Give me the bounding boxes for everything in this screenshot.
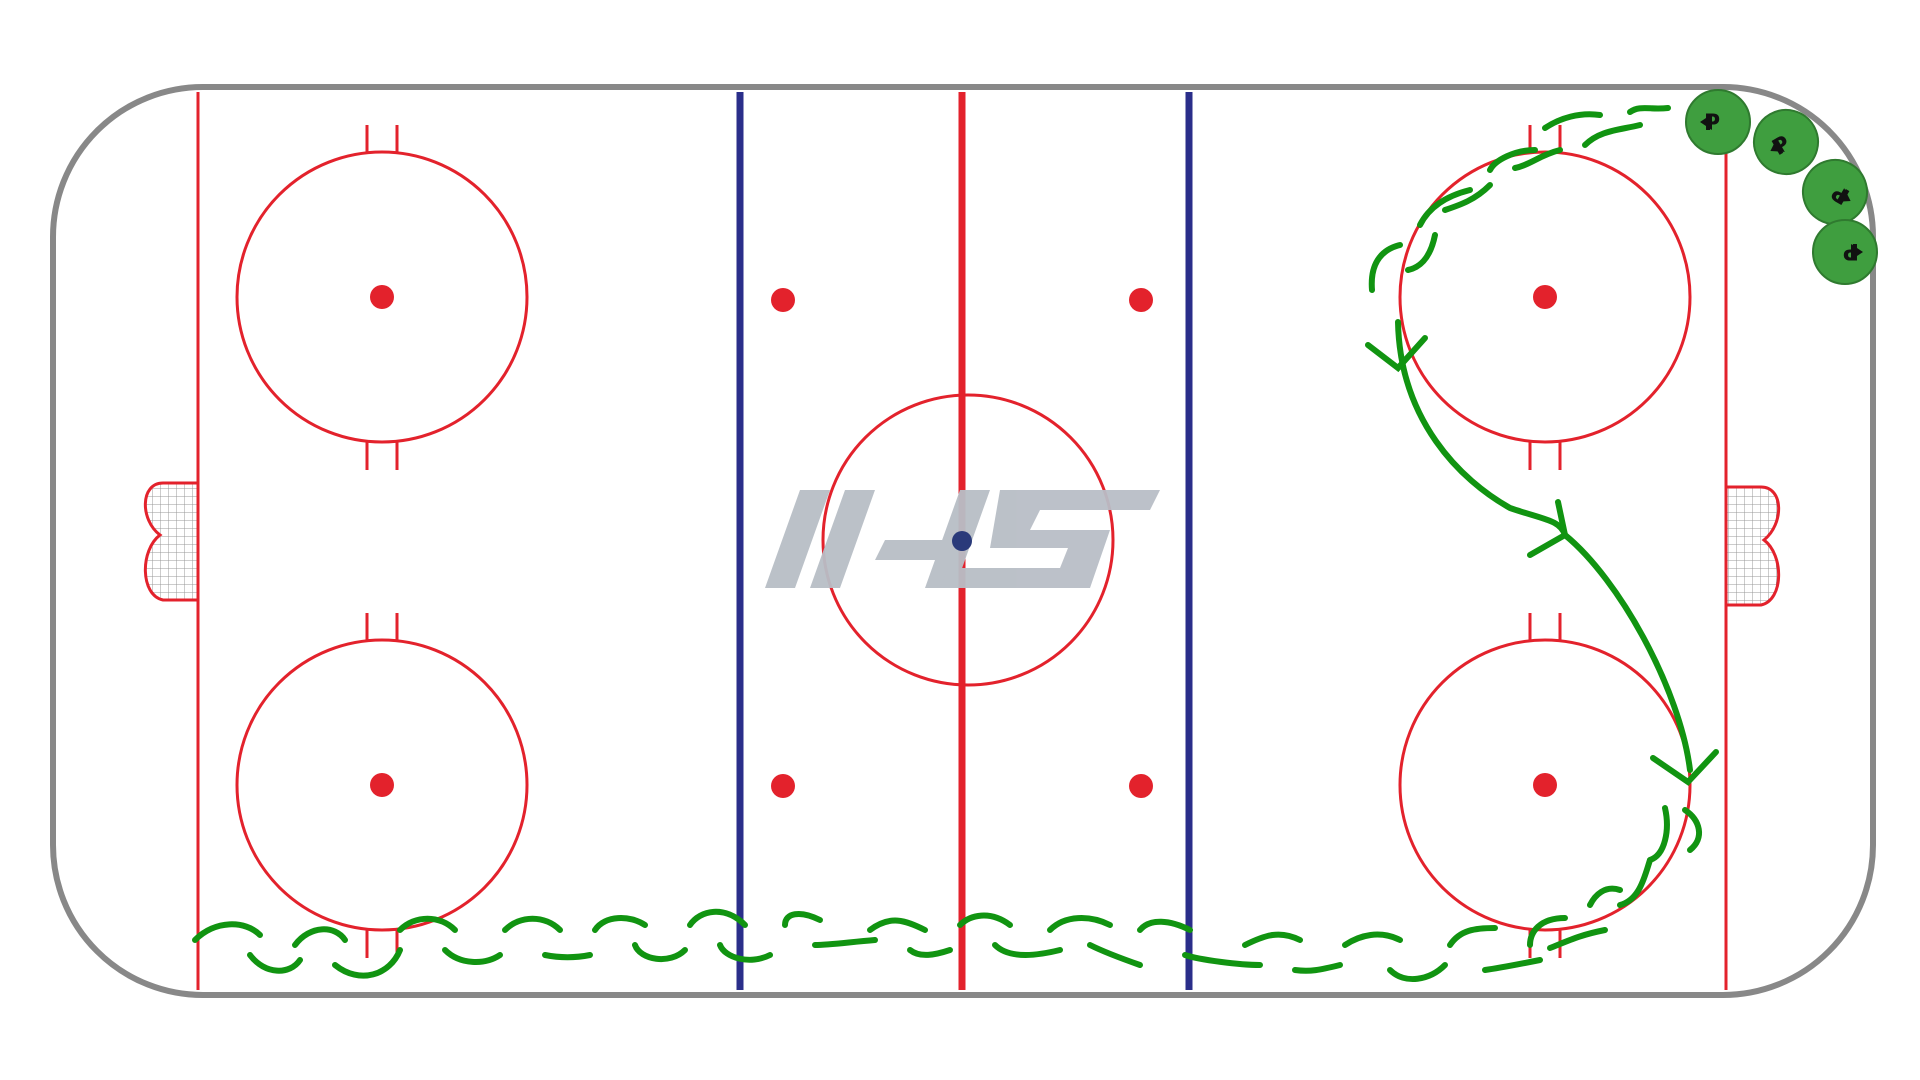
stickhandling-path-top <box>1368 105 1671 293</box>
center-faceoff-dot <box>952 531 972 551</box>
player-direction-arrow <box>1770 138 1785 152</box>
player-1: P <box>1685 89 1751 155</box>
player-direction-arrow <box>1700 114 1712 130</box>
faceoff-circle-left-top <box>235 125 529 470</box>
player-2: P <box>1753 109 1819 175</box>
neutral-dot-left-bottom <box>771 774 795 798</box>
direction-arrow-3 <box>1650 749 1719 786</box>
net-left <box>143 481 200 602</box>
stickhandling-path-bottom <box>192 805 1702 983</box>
net-right <box>1724 485 1781 607</box>
neutral-dot-right-bottom <box>1129 774 1153 798</box>
neutral-dot-left-top <box>771 288 795 312</box>
neutral-dot-right-top <box>1129 288 1153 312</box>
faceoff-circle-left-bottom <box>235 613 529 958</box>
player-direction-arrow <box>1836 188 1851 202</box>
player-3: P <box>1802 159 1868 225</box>
center-faceoff-circle <box>821 393 1115 687</box>
player-direction-arrow <box>1851 244 1863 260</box>
skating-path-solid <box>1365 319 1719 786</box>
player-4: P <box>1812 219 1878 285</box>
direction-arrow-2 <box>1527 499 1569 558</box>
direction-arrow-1 <box>1365 335 1428 373</box>
